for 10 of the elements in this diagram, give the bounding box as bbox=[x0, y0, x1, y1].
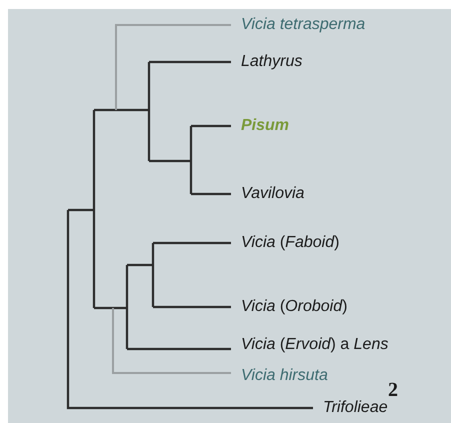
taxon-label: Trifolieae bbox=[323, 398, 388, 418]
taxon-label: Lathyrus bbox=[241, 52, 302, 72]
taxon-label: Vicia (Faboid) bbox=[241, 233, 340, 253]
figure-number: 2 bbox=[388, 378, 398, 402]
taxon-label: Pisum bbox=[241, 116, 290, 136]
taxon-label: Vavilovia bbox=[241, 184, 304, 204]
taxon-label: Vicia hirsuta bbox=[241, 366, 328, 386]
taxon-label: Vicia (Oroboid) bbox=[241, 297, 348, 317]
taxon-label: Vicia (Ervoid) a Lens bbox=[241, 335, 388, 355]
taxon-label: Vicia tetrasperma bbox=[241, 15, 366, 35]
